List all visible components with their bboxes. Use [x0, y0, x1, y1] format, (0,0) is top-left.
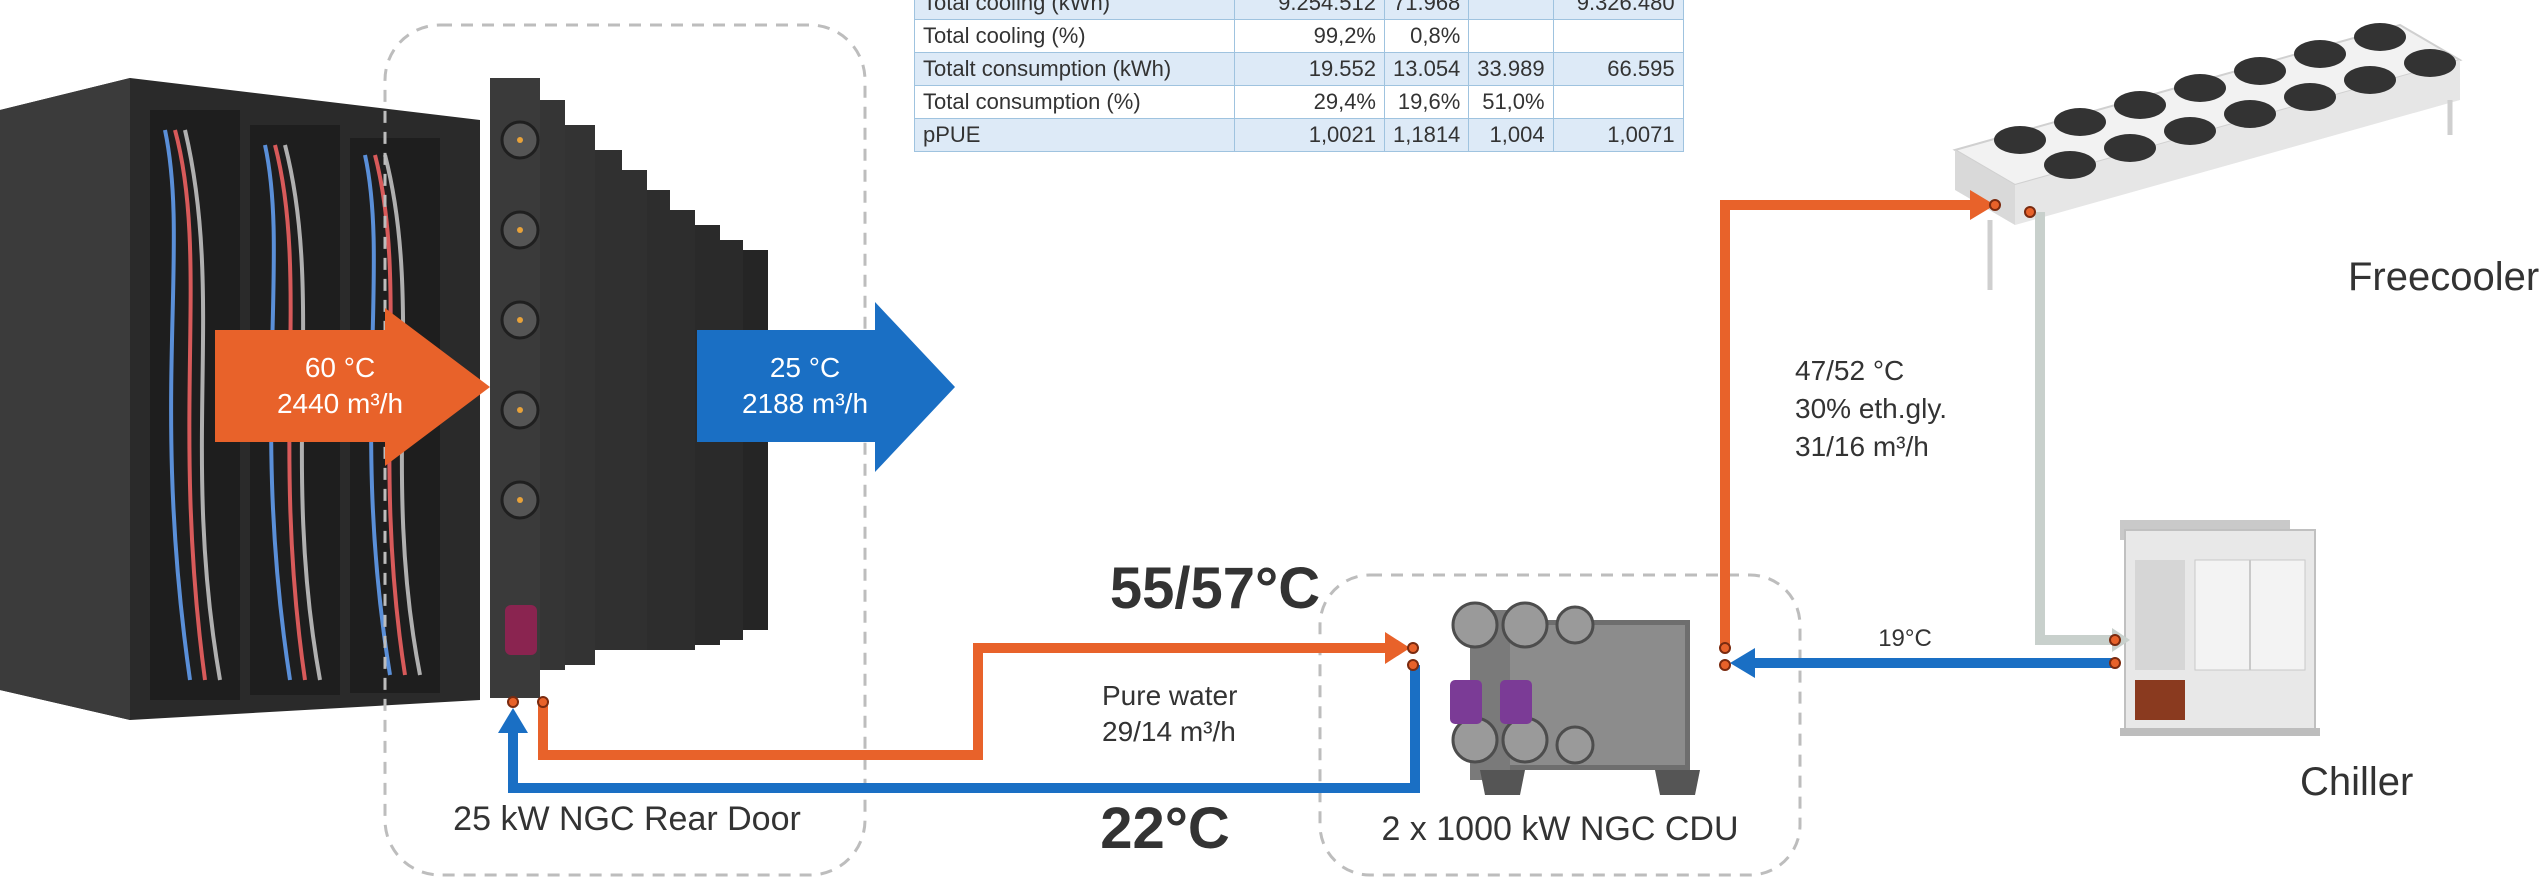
- table-cell: 1,1814: [1383, 118, 1470, 152]
- table-cell: [1552, 19, 1684, 53]
- table-cell: 33.989: [1468, 52, 1554, 86]
- cold-air-flow: 2188 m³/h: [741, 388, 869, 419]
- table-cell: 19,6%: [1383, 85, 1470, 119]
- table-cell: [1468, 19, 1554, 53]
- table-cell: [1468, 0, 1554, 20]
- supply-temp-label: 55/57°C: [1109, 556, 1321, 621]
- cold-air-arrow: [697, 302, 955, 472]
- water-type: Pure water: [1102, 680, 1238, 711]
- water-flow: 29/14 m³/h: [1102, 716, 1236, 747]
- chiller-temp-label: 19°C: [1878, 625, 1932, 652]
- glycol-flow: 31/16 m³/h: [1795, 431, 1929, 462]
- pipe-connectors: [507, 199, 2121, 708]
- table-cell: 1,004: [1468, 118, 1554, 152]
- glycol-mix: 30% eth.gly.: [1795, 393, 1948, 424]
- grey-pipe: [2035, 212, 2113, 645]
- table-cell: 13.054: [1383, 52, 1470, 86]
- water-info: Pure water 29/14 m³/h: [1102, 678, 1237, 750]
- table-row-label: Total cooling (%): [914, 19, 1235, 53]
- table-cell: 9.254.512: [1234, 0, 1385, 20]
- table-cell: 71.968: [1383, 0, 1470, 20]
- table-cell: 9.326.480: [1552, 0, 1684, 20]
- cdu-boundary: [1318, 573, 1802, 877]
- table-row: Total cooling (%)99,2%0,8%: [914, 19, 1684, 53]
- cdu-label: 2 x 1000 kW NGC CDU: [1381, 810, 1739, 848]
- table-row-label: Total cooling (kWh): [914, 0, 1235, 20]
- hot-air-flow: 2440 m³/h: [276, 388, 404, 419]
- table-row: Total consumption (%)29,4%19,6%51,0%: [914, 85, 1684, 119]
- glycol-supply-pipe: [1720, 200, 1972, 650]
- chiller-unit: [2120, 520, 2320, 736]
- table-cell: 51,0%: [1468, 85, 1554, 119]
- glycol-temp: 47/52 °C: [1795, 355, 1905, 386]
- table-cell: 1,0071: [1552, 118, 1684, 152]
- table-cell: 0,8%: [1383, 19, 1470, 53]
- chiller-label: Chiller: [2300, 760, 2414, 804]
- hot-air-arrow: [215, 308, 490, 466]
- cold-air-label: 25 °C 2188 m³/h: [742, 350, 868, 422]
- return-temp-label: 22°C: [1100, 796, 1230, 861]
- cdu-unit: [1450, 601, 1700, 795]
- table-cell: 99,2%: [1234, 19, 1385, 53]
- table-cell: 66.595: [1552, 52, 1684, 86]
- table-row-label: pPUE: [914, 118, 1235, 152]
- table-cell: [1552, 85, 1684, 119]
- table-cell: 29,4%: [1234, 85, 1385, 119]
- table-row-label: Totalt consumption (kWh): [914, 52, 1235, 86]
- glycol-info: 47/52 °C 30% eth.gly. 31/16 m³/h: [1795, 352, 1947, 466]
- hot-air-label: 60 °C 2440 m³/h: [277, 350, 403, 422]
- water-return-pipe: [508, 665, 1420, 793]
- table-cell: 1,0021: [1234, 118, 1385, 152]
- water-supply-pipe: [538, 643, 1385, 760]
- table-cell: 19.552: [1234, 52, 1385, 86]
- freecooler-label: Freecooler: [2348, 255, 2539, 299]
- hot-air-temp: 60 °C: [304, 352, 376, 383]
- cold-air-temp: 25 °C: [769, 352, 841, 383]
- rear-door-label: 25 kW NGC Rear Door: [453, 800, 801, 838]
- freecooler-unit: [1952, 23, 2463, 300]
- table-row-label: Total consumption (%): [914, 85, 1235, 119]
